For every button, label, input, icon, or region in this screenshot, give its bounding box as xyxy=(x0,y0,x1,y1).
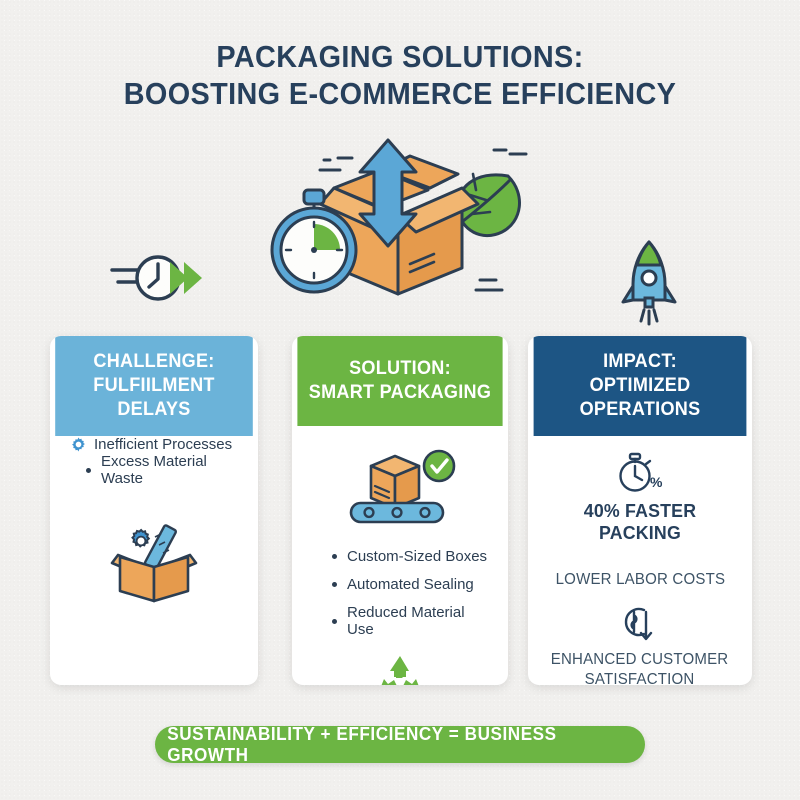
card-solution-header-line-2: SMART PACKAGING xyxy=(308,382,492,403)
card-solution-header-line-1: SOLUTION: xyxy=(349,358,451,379)
list-item-label: Inefficient Processes xyxy=(94,436,233,453)
box-on-conveyor-with-check-icon xyxy=(349,449,456,524)
gear-icon xyxy=(72,437,85,452)
card-impact-body: % 40% FASTER PACKING LOWER LABOR COSTS E… xyxy=(528,436,752,685)
title-line-1: PACKAGING SOLUTIONS: xyxy=(216,39,584,74)
hero-illustration xyxy=(270,138,528,296)
card-impact-header: IMPACT: OPTIMIZED OPERATIONS xyxy=(533,336,747,436)
card-challenge[interactable]: CHALLENGE: FULFIILMENT DELAYS Inefficien… xyxy=(50,336,258,685)
motion-dashes xyxy=(318,148,528,292)
dollar-down-arrow-icon xyxy=(624,607,653,641)
list-item-label: Excess Material Waste xyxy=(101,453,207,487)
card-impact-header-line-2: OPTIMIZED xyxy=(589,375,691,396)
bullet-dot xyxy=(332,582,337,587)
card-impact-header-line-1: IMPACT: xyxy=(603,351,677,372)
card-impact[interactable]: IMPACT: OPTIMIZED OPERATIONS % 40% FASTE… xyxy=(528,336,752,685)
impact-stat-secondary: LOWER LABOR COSTS xyxy=(555,571,725,588)
list-item[interactable]: Custom-Sized Boxes xyxy=(306,548,494,565)
conveyor-icon xyxy=(349,501,445,524)
stopwatch-percent-icon: % xyxy=(619,452,663,492)
list-item-label: Reduced Material Use xyxy=(347,604,465,638)
box-with-gear-and-ruler-icon xyxy=(110,524,198,603)
impact-stat-tertiary-line-2: SATISFACTION xyxy=(585,671,695,685)
card-challenge-header: CHALLENGE: FULFIILMENT DELAYS xyxy=(55,336,253,436)
list-item-label: Custom-Sized Boxes xyxy=(347,548,488,565)
percent-glyph: % xyxy=(650,474,663,490)
list-item[interactable]: Excess Material Waste xyxy=(64,453,244,487)
stopwatch-icon xyxy=(270,188,358,294)
impact-stat-primary: 40% FASTER PACKING xyxy=(583,500,697,543)
impact-stat-tertiary-line-1: ENHANCED CUSTOMER xyxy=(551,651,729,668)
card-challenge-body: Inefficient Processes Excess Material Wa… xyxy=(50,436,258,605)
recycle-icon xyxy=(381,656,419,685)
title-line-2: BOOSTING E-COMMERCE EFFICIENCY xyxy=(123,76,677,111)
list-item[interactable]: Automated Sealing xyxy=(306,576,494,593)
card-solution-body: Custom-Sized Boxes Automated Sealing Red… xyxy=(292,448,508,685)
vertical-double-arrow-icon xyxy=(358,138,418,248)
footer-banner-label: SUSTAINABILITY + EFFICIENCY = BUSINESS G… xyxy=(167,723,557,765)
check-badge-icon xyxy=(422,449,456,483)
rocket-icon xyxy=(621,240,677,326)
card-challenge-header-line-1: CHALLENGE: xyxy=(93,351,215,372)
page-title: PACKAGING SOLUTIONS: BOOSTING E-COMMERCE… xyxy=(28,38,772,112)
speed-clock-icon xyxy=(110,255,202,301)
gear-icon xyxy=(131,528,151,548)
challenge-list: Inefficient Processes Excess Material Wa… xyxy=(64,436,244,487)
footer-banner[interactable]: SUSTAINABILITY + EFFICIENCY = BUSINESS G… xyxy=(155,723,645,765)
list-item[interactable]: Reduced Material Use xyxy=(306,604,494,638)
card-impact-header-line-3: OPERATIONS xyxy=(579,399,701,420)
card-solution-header: SOLUTION: SMART PACKAGING xyxy=(297,336,503,426)
impact-stat-tertiary: ENHANCED CUSTOMER SATISFACTION xyxy=(551,650,729,685)
solution-list: Custom-Sized Boxes Automated Sealing Red… xyxy=(306,548,494,638)
card-challenge-header-line-2: FULFIILMENT xyxy=(93,375,215,396)
bullet-dot xyxy=(332,554,337,559)
card-solution[interactable]: SOLUTION: SMART PACKAGING xyxy=(292,336,508,685)
package-box-icon xyxy=(369,454,421,510)
bullet-dot xyxy=(332,618,337,624)
bullet-dot xyxy=(86,467,91,473)
card-challenge-header-line-3: DELAYS xyxy=(117,399,191,420)
list-item[interactable]: Inefficient Processes xyxy=(64,436,244,453)
list-item-label: Automated Sealing xyxy=(347,576,474,593)
